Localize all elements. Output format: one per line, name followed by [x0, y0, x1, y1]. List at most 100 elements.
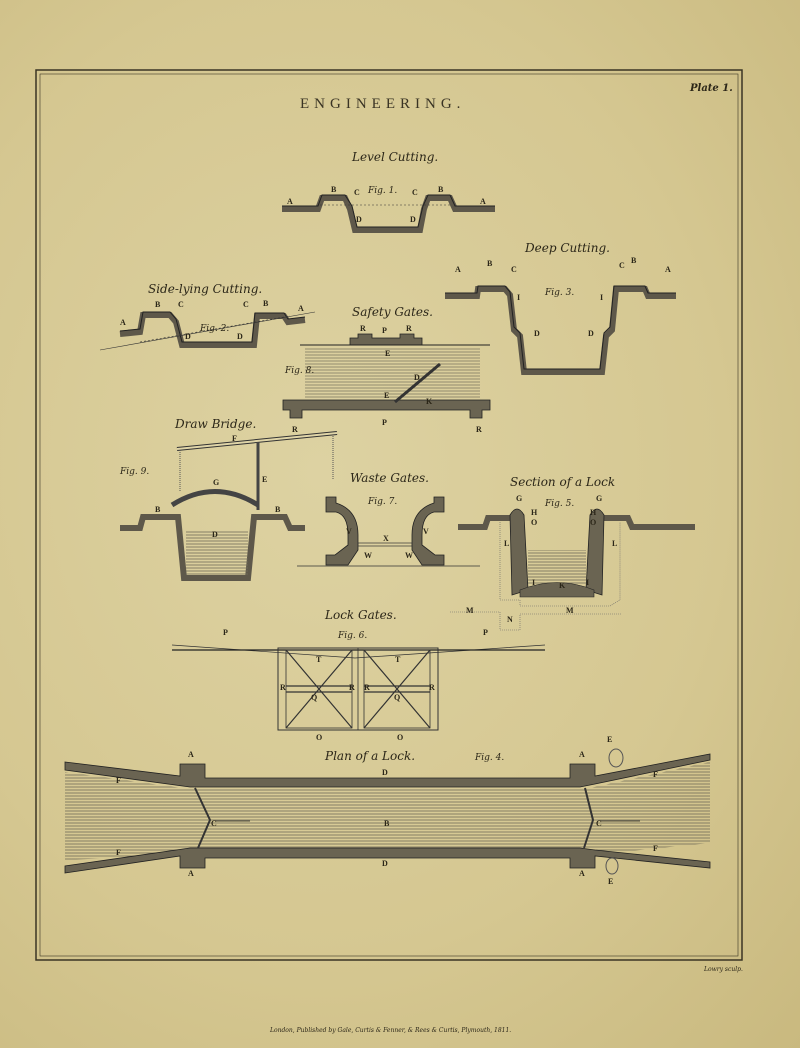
fig1-label-d: D — [356, 215, 362, 224]
fig3-deep-cutting — [445, 285, 676, 375]
fig4-number: Fig. 4. — [474, 753, 504, 763]
fig1-number: Fig. 1. — [367, 186, 397, 196]
fig5-section-of-lock — [450, 508, 695, 631]
fig7-caption: Waste Gates. — [350, 471, 429, 485]
fig9-label-b: B — [275, 505, 281, 514]
plate-border-inner — [39, 73, 739, 957]
plate-border-outer — [35, 69, 743, 961]
fig6-label-p: P — [483, 628, 488, 637]
fig9-label-b: B — [155, 505, 161, 514]
fig7-waste-gates — [297, 496, 480, 567]
fig4-label-d: D — [382, 859, 388, 868]
fig1-label-c: C — [412, 188, 418, 197]
fig4-label-f: F — [116, 848, 121, 857]
fig8-label-r: R — [476, 425, 482, 434]
fig9-label-f: F — [232, 434, 237, 443]
fig5-label-l: L — [504, 539, 509, 548]
fig4-label-a: A — [188, 869, 194, 878]
fig5-label-o: O — [531, 518, 537, 527]
fig8-caption: Safety Gates. — [352, 305, 433, 319]
fig8-label-r: R — [360, 324, 366, 333]
fig4-label-c: C — [211, 819, 217, 828]
plate-number: Plate 1. — [689, 83, 733, 94]
fig6-caption: Lock Gates. — [324, 608, 397, 622]
fig8-label-p: P — [382, 418, 387, 427]
fig3-label-d: D — [534, 329, 540, 338]
fig6-lock-gates — [171, 644, 546, 731]
fig8-label-k: K — [426, 397, 433, 406]
fig8-label-p: P — [382, 326, 387, 335]
fig5-label-g: G — [516, 494, 522, 503]
fig6-label-r: R — [364, 683, 370, 692]
fig3-label-d: D — [588, 329, 594, 338]
fig5-label-n: N — [507, 615, 513, 624]
fig2-label-d: D — [185, 332, 191, 341]
fig5-label-h: H — [590, 508, 597, 517]
fig3-label-b: B — [631, 256, 637, 265]
fig4-label-e: E — [608, 877, 613, 886]
fig2-side-lying-cutting — [99, 311, 316, 351]
fig4-plan-of-lock — [64, 748, 711, 875]
fig3-label-c: C — [619, 261, 625, 270]
fig9-draw-bridge — [120, 431, 338, 581]
fig3-label-b: B — [487, 259, 493, 268]
fig8-label-r: R — [292, 425, 298, 434]
fig5-label-l: L — [612, 539, 617, 548]
fig2-label-a: A — [120, 318, 126, 327]
fig6-label-t: T — [395, 655, 401, 664]
publisher-imprint: London, Published by Gale, Curtis & Fenn… — [269, 1027, 511, 1034]
fig6-label-o: O — [397, 733, 403, 742]
fig3-caption: Deep Cutting. — [524, 241, 610, 255]
fig3-label-i: I — [600, 293, 603, 302]
fig6-label-o: O — [316, 733, 322, 742]
fig2-number: Fig. 2. — [199, 324, 229, 334]
fig6-label-t: T — [316, 655, 322, 664]
fig7-label-x: X — [383, 534, 389, 543]
fig6-label-r: R — [429, 683, 435, 692]
engraver-credit: Lowry sculp. — [703, 966, 743, 973]
fig8-safety-gates — [282, 333, 491, 419]
fig4-label-a: A — [188, 750, 194, 759]
fig6-label-p: P — [223, 628, 228, 637]
fig8-number: Fig. 8. — [284, 366, 314, 376]
fig1-label-b: B — [438, 185, 444, 194]
fig4-label-f: F — [653, 770, 658, 779]
fig3-label-c: C — [511, 265, 517, 274]
fig8-label-e: E — [384, 391, 389, 400]
fig5-label-k: K — [559, 581, 566, 590]
fig6-number: Fig. 6. — [337, 631, 367, 641]
fig2-label-c: C — [178, 300, 184, 309]
fig7-label-w: W — [364, 551, 372, 560]
fig5-label-i: I — [532, 578, 535, 587]
plate-title: ENGINEERING. — [300, 96, 465, 112]
fig9-number: Fig. 9. — [119, 467, 149, 477]
fig9-label-d: D — [212, 530, 218, 539]
fig5-caption: Section of a Lock — [510, 475, 615, 489]
fig6-label-r: R — [349, 683, 355, 692]
fig4-label-d: D — [382, 768, 388, 777]
fig5-number: Fig. 5. — [544, 499, 574, 509]
fig9-label-g: G — [213, 478, 219, 487]
fig5-label-o: O — [590, 518, 596, 527]
fig2-label-b: B — [263, 299, 269, 308]
fig3-label-a: A — [665, 265, 671, 274]
fig2-caption: Side-lying Cutting. — [148, 282, 262, 296]
fig4-label-c: C — [596, 819, 602, 828]
fig4-label-f: F — [653, 844, 658, 853]
fig8-label-d: D — [414, 373, 420, 382]
fig5-label-m: M — [466, 606, 474, 615]
fig6-label-q: Q — [394, 693, 400, 702]
fig1-label-c: C — [354, 188, 360, 197]
fig1-label-b: B — [331, 185, 337, 194]
fig1-level-cutting — [282, 194, 495, 233]
fig6-label-q: Q — [311, 693, 317, 702]
fig5-label-i: I — [586, 578, 589, 587]
fig1-label-d: D — [410, 215, 416, 224]
fig3-label-i: I — [517, 293, 520, 302]
fig2-label-b: B — [155, 300, 161, 309]
fig9-caption: Draw Bridge. — [174, 417, 256, 431]
fig5-label-h: H — [531, 508, 538, 517]
fig4-label-e: E — [607, 735, 612, 744]
fig8-label-e: E — [385, 349, 390, 358]
